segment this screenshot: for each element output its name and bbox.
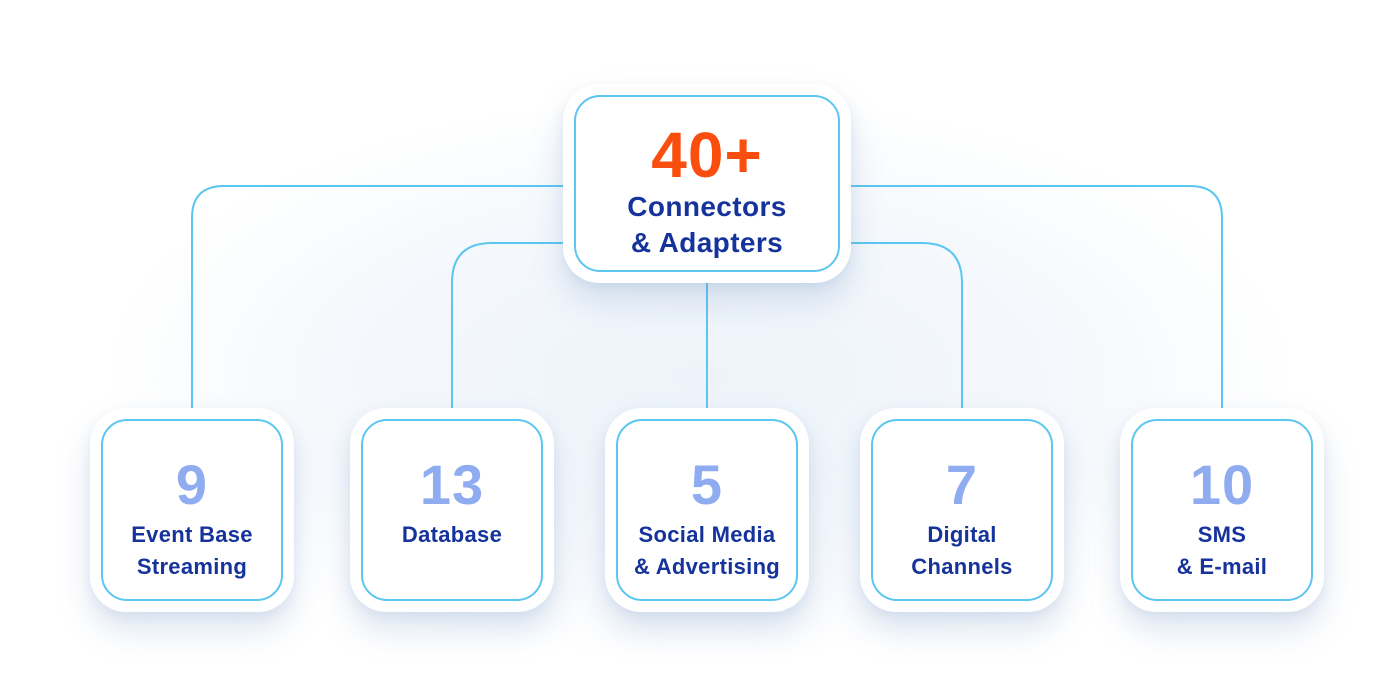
label-line: & E-mail xyxy=(1176,553,1268,579)
node-border: 9 Event Base Streaming xyxy=(101,419,283,601)
root-node-connectors-adapters: 40+ Connectors & Adapters xyxy=(563,84,851,283)
connector-root-to-sms-email xyxy=(848,185,1223,413)
node-value-digital-channels: 7 xyxy=(945,453,979,516)
node-border: 10 SMS & E-mail xyxy=(1131,419,1313,601)
node-value-social-media-advertising: 5 xyxy=(690,453,724,516)
node-database: 13 Database xyxy=(350,408,554,612)
node-border: 13 Database xyxy=(361,419,543,601)
label-line: Digital xyxy=(927,522,997,547)
connector-root-to-digital-channels xyxy=(848,242,963,413)
connector-root-to-database xyxy=(451,242,566,413)
node-label-social-media-advertising: Social Media & Advertising xyxy=(634,519,780,583)
node-value-sms-email: 10 xyxy=(1189,453,1255,516)
node-label-event-base-streaming: Event Base Streaming xyxy=(131,519,253,583)
node-border: 7 Digital Channels xyxy=(871,419,1053,601)
connector-root-to-event-base-streaming xyxy=(191,185,566,413)
node-value-event-base-streaming: 9 xyxy=(175,453,209,516)
root-label-line-2: & Adapters xyxy=(630,227,784,259)
root-node-label: Connectors & Adapters xyxy=(627,189,787,262)
node-label-sms-email: SMS & E-mail xyxy=(1177,519,1267,583)
node-label-digital-channels: Digital Channels xyxy=(911,519,1012,583)
node-digital-channels: 7 Digital Channels xyxy=(860,408,1064,612)
root-node-value: 40+ xyxy=(651,119,763,191)
label-line: Channels xyxy=(911,553,1013,579)
root-node-border: 40+ Connectors & Adapters xyxy=(574,95,840,272)
label-line: Streaming xyxy=(136,553,248,579)
label-line: Social Media xyxy=(638,522,776,547)
root-label-line-1: Connectors xyxy=(627,191,787,222)
node-social-media-advertising: 5 Social Media & Advertising xyxy=(605,408,809,612)
node-event-base-streaming: 9 Event Base Streaming xyxy=(90,408,294,612)
label-line: & Advertising xyxy=(633,553,781,579)
node-sms-email: 10 SMS & E-mail xyxy=(1120,408,1324,612)
node-border: 5 Social Media & Advertising xyxy=(616,419,798,601)
node-value-database: 13 xyxy=(419,453,485,516)
label-line: Database xyxy=(401,522,503,547)
label-line: Event Base xyxy=(131,522,253,547)
label-line: SMS xyxy=(1197,522,1247,547)
node-label-database: Database xyxy=(402,519,502,551)
